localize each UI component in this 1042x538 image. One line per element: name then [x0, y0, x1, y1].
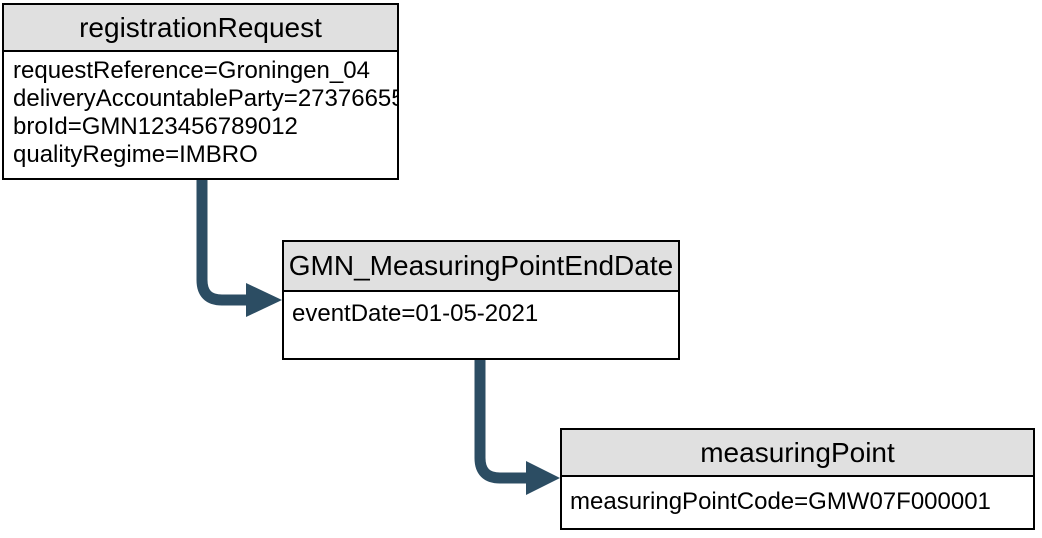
node-gmn-measuring-point-end-date: GMN_MeasuringPointEndDate eventDate=01-0… [282, 240, 680, 360]
node-registration-request: registrationRequest requestReference=Gro… [2, 3, 399, 180]
node-attribute: qualityRegime=IMBRO [13, 141, 258, 168]
node-attribute: deliveryAccountableParty=27376655 [13, 85, 397, 112]
node-attribute-list: eventDate=01-05-2021 [284, 292, 678, 328]
node-title: GMN_MeasuringPointEndDate [284, 242, 678, 292]
connector-elbow-line [196, 180, 247, 306]
node-attribute-list: measuringPointCode=GMW07F000001 [562, 477, 1033, 526]
node-measuring-point: measuringPoint measuringPointCode=GMW07F… [560, 428, 1035, 530]
node-title: measuringPoint [562, 430, 1033, 477]
connector-arrow-enddate-to-measuringpoint [474, 360, 560, 495]
connector-elbow-line [474, 360, 527, 484]
node-attribute-list: requestReference=Groningen_04 deliveryAc… [4, 52, 397, 169]
connector-arrowhead-icon [246, 283, 282, 317]
node-attribute: broId=GMN123456789012 [13, 113, 298, 140]
node-attribute: requestReference=Groningen_04 [13, 57, 370, 84]
connector-arrowhead-icon [526, 461, 560, 495]
node-title: registrationRequest [4, 5, 397, 52]
node-attribute: measuringPointCode=GMW07F000001 [570, 487, 991, 515]
connector-arrow-registration-to-enddate [196, 180, 282, 317]
node-attribute: eventDate=01-05-2021 [292, 300, 539, 327]
